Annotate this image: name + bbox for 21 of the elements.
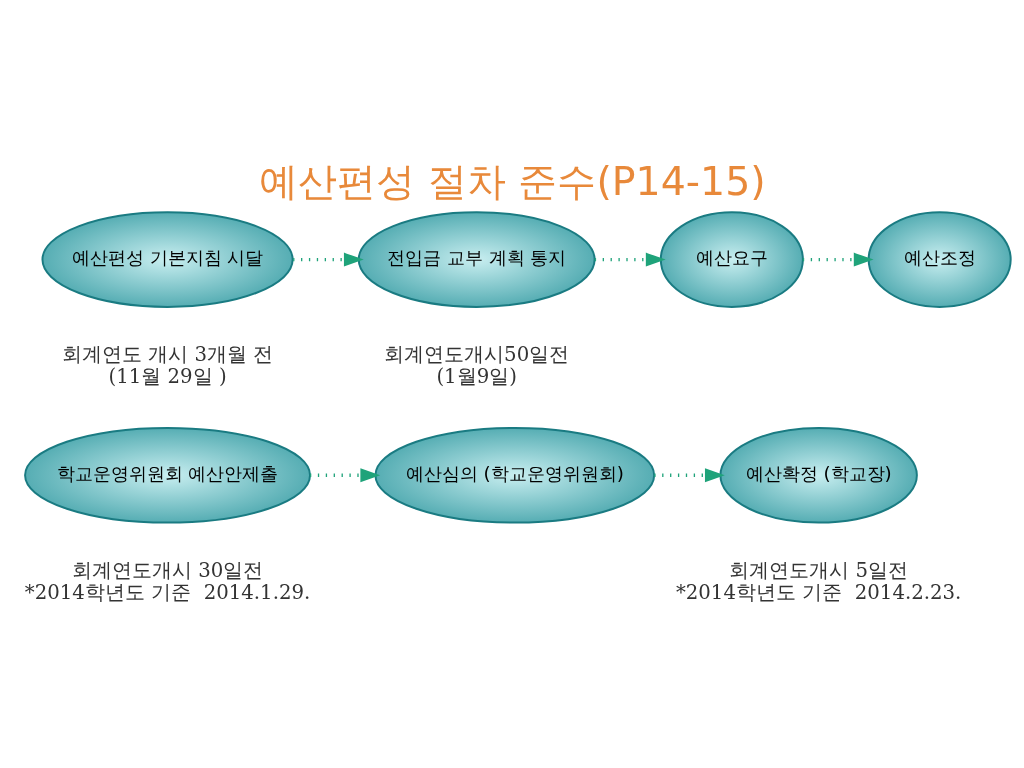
node-ellipse: 예산편성 기본지침 시달 [40,210,294,308]
node-label: 회계연도개시 30일전 [71,558,263,582]
arrow [594,252,666,266]
node-label: *2014학년도 기준 2014.2.23. [675,580,961,604]
arrow [802,252,874,266]
node-ellipse: 전입금 교부 계획 통지 [357,210,596,308]
node-ellipse: 예산심의 (학교운영위원회) [373,426,655,524]
arrow [292,252,364,266]
node-label: 회계연도 개시 3개월 전 [61,342,273,366]
arrow [653,467,725,482]
node-ellipse: 예산조정 [867,210,1012,308]
node-ellipse: 학교운영위원회 예산안제출 [23,426,311,524]
node-ellipse: 예산요구 [659,210,804,308]
node-label: (11월 29일 ) [108,364,227,388]
arrow [309,467,380,482]
diagram-title: 예산편성 절차 준수(P14-15) [258,157,766,204]
node-ellipse: 예산확정 (학교장) [718,426,918,524]
node-label: 회계연도개시 5일전 [728,558,908,582]
node-label: (1월9일) [435,364,517,388]
node-label: 회계연도개시50일전 [383,342,569,366]
node-label: *2014학년도 기준 2014.1.29. [24,580,310,604]
